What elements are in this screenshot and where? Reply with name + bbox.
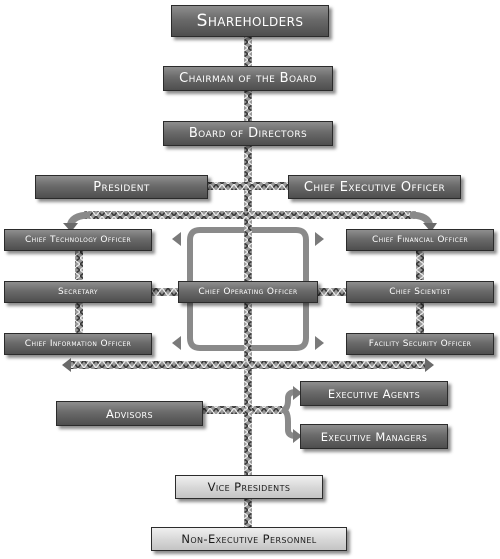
non-executive-personnel-box: Non-Executive Personnel xyxy=(151,527,347,551)
secretary-box: Secretary xyxy=(4,281,152,303)
cio-box: Chief Information Officer xyxy=(4,333,152,355)
vice-presidents-box: Vice Presidents xyxy=(175,475,323,499)
cfo-box: Chief Financial Officer xyxy=(346,229,494,251)
chief-scientist-box: Chief Scientist xyxy=(346,281,494,303)
executive-horizontal-connector xyxy=(252,406,282,414)
coo-left-connector xyxy=(152,288,178,296)
ceo-box: Chief Executive Officer xyxy=(288,175,461,199)
executive-agents-box: Executive Agents xyxy=(300,381,448,406)
president-box: President xyxy=(35,175,208,199)
right-vertical-connector-1 xyxy=(416,250,424,280)
shareholders-box: Shareholders xyxy=(171,5,329,37)
chairman-box: Chairman of the Board xyxy=(163,66,333,91)
right-vertical-connector-2 xyxy=(416,303,424,333)
lower-cross-connector xyxy=(68,361,428,369)
advisors-box: Advisors xyxy=(56,401,203,426)
left-vertical-connector-1 xyxy=(75,250,83,280)
upper-cross-connector xyxy=(84,211,416,219)
president-ceo-connector xyxy=(208,182,290,190)
executive-bracket-connector xyxy=(281,389,297,439)
executive-managers-box: Executive Managers xyxy=(300,424,448,449)
coo-right-connector xyxy=(318,288,348,296)
coo-box: Chief Operating Officer xyxy=(178,281,318,303)
cto-box: Chief Technology Officer xyxy=(4,229,152,251)
fso-box: Facility Security Officer xyxy=(346,333,494,355)
advisors-connector xyxy=(203,406,245,414)
board-of-directors-box: Board of Directors xyxy=(163,121,333,146)
left-vertical-connector-2 xyxy=(75,303,83,333)
